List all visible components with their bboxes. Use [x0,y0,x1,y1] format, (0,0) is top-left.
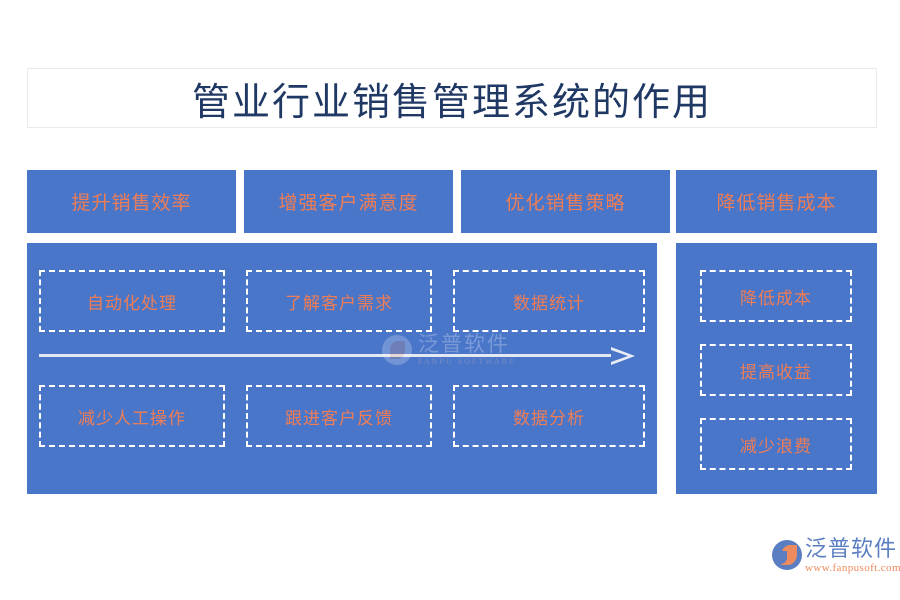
header-box-1[interactable]: 提升销售效率 [27,170,236,233]
cell-data-statistics[interactable]: 数据统计 [453,270,645,332]
cell-data-analysis[interactable]: 数据分析 [453,385,645,447]
brand-logo: 泛普软件 www.fanpusoft.com [772,538,900,584]
cell-customer-needs[interactable]: 了解客户需求 [246,270,432,332]
cell-reduce-cost[interactable]: 降低成本 [700,270,852,322]
cell-reduce-manual-work[interactable]: 减少人工操作 [39,385,225,447]
header-box-2[interactable]: 增强客户满意度 [244,170,453,233]
header-row: 提升销售效率 增强客户满意度 优化销售策略 降低销售成本 [27,170,877,233]
header-label-2: 增强客户满意度 [278,193,419,214]
cell-label: 减少人工操作 [78,408,186,428]
cell-label: 提高收益 [740,362,812,382]
cell-label: 减少浪费 [740,436,812,456]
brand-logo-text: 泛普软件 www.fanpusoft.com [805,538,900,574]
cell-label: 数据分析 [513,408,585,428]
page-title-box: 管业行业销售管理系统的作用 [27,68,877,128]
cell-automation[interactable]: 自动化处理 [39,270,225,332]
brand-url: www.fanpusoft.com [805,562,900,574]
cell-label: 了解客户需求 [285,293,393,313]
cell-label: 降低成本 [740,288,812,308]
arrow-line [39,354,619,357]
flow-arrow [39,347,645,365]
page-title: 管业行业销售管理系统的作用 [191,81,712,124]
header-box-3[interactable]: 优化销售策略 [461,170,670,233]
brand-logo-icon [772,540,802,570]
cell-label: 数据统计 [513,293,585,313]
cell-label: 自动化处理 [87,293,177,313]
cell-increase-revenue[interactable]: 提高收益 [700,344,852,396]
header-label-3: 优化销售策略 [505,193,626,214]
left-content-panel: 自动化处理 了解客户需求 数据统计 泛普软件 FANPU SOFTWARE 减少… [27,243,657,494]
arrow-right-inner-icon [611,350,628,362]
right-content-panel: 降低成本 提高收益 减少浪费 [676,243,877,494]
cell-reduce-waste[interactable]: 减少浪费 [700,418,852,470]
header-label-1: 提升销售效率 [71,193,192,214]
brand-name: 泛普软件 [805,536,898,561]
header-label-4: 降低销售成本 [716,193,837,214]
cell-customer-feedback[interactable]: 跟进客户反馈 [246,385,432,447]
cell-label: 跟进客户反馈 [285,408,393,428]
header-box-4[interactable]: 降低销售成本 [676,170,877,233]
